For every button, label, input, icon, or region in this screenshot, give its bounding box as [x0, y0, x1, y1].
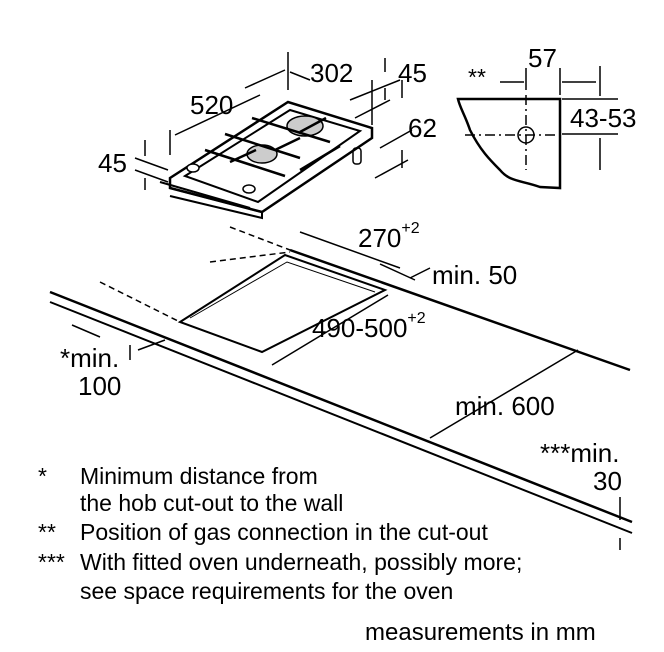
dim-min-back: min. 50	[432, 260, 518, 290]
cutout-depth-value: 490-500	[312, 313, 408, 343]
cutout-width-value: 270	[358, 223, 402, 253]
hob-dimension-lines	[134, 52, 413, 190]
dim-min-wall-label: *min.	[60, 343, 120, 373]
gas-connection-detail	[456, 66, 618, 190]
dim-cutout-depth: 490-500+2	[312, 311, 426, 343]
note-2-line-1: Position of gas connection in the cut-ou…	[80, 519, 488, 545]
dim-gas-offset: 57	[528, 43, 557, 73]
gas-marker: **	[468, 64, 486, 90]
dim-min-worktop: min. 600	[455, 391, 555, 421]
dim-min-wall-value: 100	[78, 371, 122, 401]
note-3-line-1: With fitted oven underneath, possibly mo…	[80, 549, 523, 575]
note-1-line-2: the hob cut-out to the wall	[80, 490, 344, 516]
worktop-drawing	[49, 226, 633, 534]
dim-hob-height-left: 45	[98, 148, 127, 178]
dim-min-front-label: ***min.	[540, 438, 620, 468]
note-1-line-1: Minimum distance from	[80, 463, 318, 489]
note-2-marker: **	[38, 519, 56, 545]
units-label: measurements in mm	[365, 619, 596, 646]
dim-hob-depth: 520	[190, 90, 234, 120]
dim-gas-height: 43-53	[570, 103, 637, 133]
note-1-marker: *	[38, 463, 47, 489]
worktop-dimension-lines	[71, 231, 621, 550]
hob-drawing	[159, 100, 374, 220]
note-3-line-2: see space requirements for the oven	[80, 578, 454, 604]
dim-min-front-value: 30	[593, 466, 622, 496]
dim-hob-below: 62	[408, 113, 437, 143]
note-3-marker: ***	[38, 549, 65, 575]
cutout-width-tolerance: +2	[401, 220, 420, 237]
cutout-depth-tolerance: +2	[407, 310, 426, 327]
dim-cutout-width: 270+2	[358, 221, 420, 253]
dim-hob-width: 302	[310, 58, 354, 88]
dim-hob-height-top: 45	[398, 58, 427, 88]
